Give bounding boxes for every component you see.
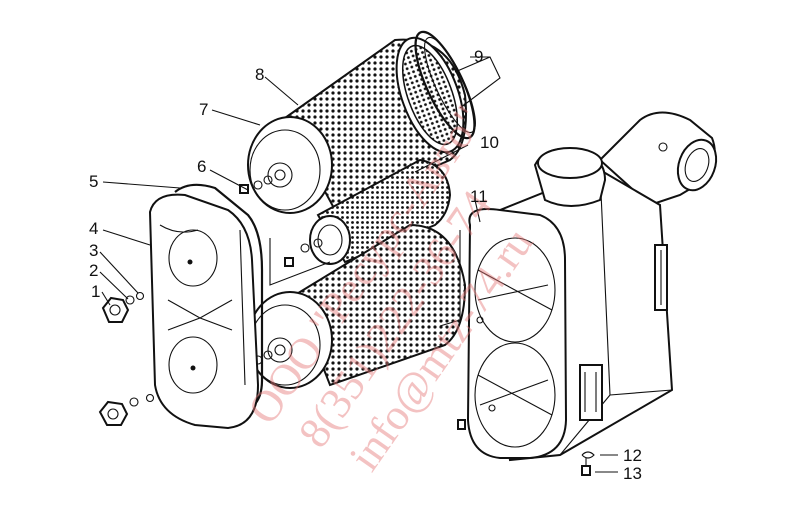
leader-lines xyxy=(99,56,618,473)
callout-5: 5 xyxy=(89,172,98,191)
upper-filter-end-cap xyxy=(247,116,333,214)
filter-gasket xyxy=(414,30,476,140)
air-cleaner-housing xyxy=(466,111,718,462)
callout-13: 13 xyxy=(623,464,642,483)
lower-filter-element xyxy=(247,223,467,389)
safety-filter-element xyxy=(309,158,452,265)
callout-3: 3 xyxy=(89,241,98,260)
callout-1: 1 xyxy=(91,282,100,301)
callout-11: 11 xyxy=(470,187,488,206)
callout-4: 4 xyxy=(89,219,98,238)
callout-8: 8 xyxy=(255,65,264,84)
callout-10: 10 xyxy=(480,133,499,152)
callout-9: 9 xyxy=(474,47,483,66)
air-cleaner-cover xyxy=(148,193,260,430)
callout-7: 7 xyxy=(199,100,208,119)
callout-12: 12 xyxy=(623,446,642,465)
cover-gasket xyxy=(174,183,264,412)
clip-and-bolt xyxy=(581,451,595,476)
callout-6: 6 xyxy=(197,157,206,176)
callout-numbers: 1 2 3 4 5 6 7 8 9 10 11 12 13 xyxy=(89,47,642,483)
wing-nuts-washers xyxy=(98,291,155,426)
callout-2: 2 xyxy=(89,261,98,280)
